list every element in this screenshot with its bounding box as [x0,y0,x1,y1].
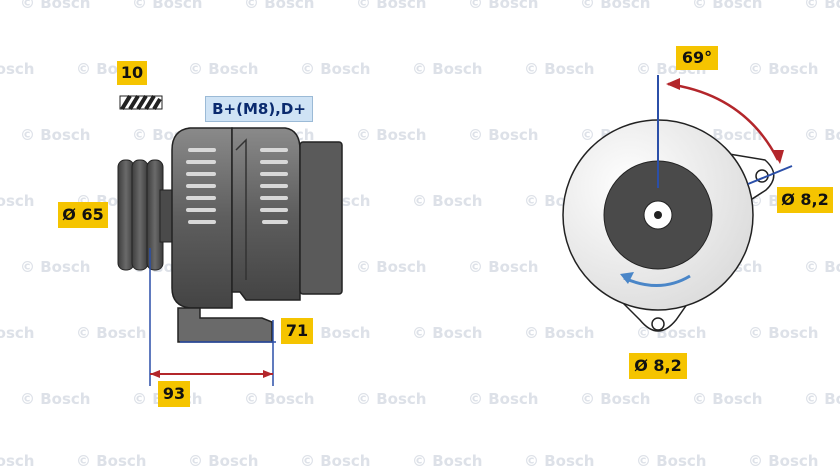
watermark-text: © Bosch [356,126,427,144]
watermark-text: © Bosch [468,390,539,408]
watermark-text: © Bosch [524,452,595,470]
watermark-text: © Bosch [804,390,840,408]
angle-reference-line [747,165,793,185]
dim-arrow-left-icon [150,370,160,378]
watermark-text: © Bosch [804,126,840,144]
watermark-text: © Bosch [244,390,315,408]
watermark-text: © Bosch [692,0,763,12]
watermark-text: © Bosch [412,452,483,470]
mounting-foot [177,307,273,343]
watermark-text: © Bosch [132,0,203,12]
watermark-text: © Bosch [748,60,819,78]
connector-label: B+(M8),D+ [205,96,313,122]
mount-hole-bottom [651,317,665,331]
shaft-center [654,211,662,219]
watermark-text: © Bosch [412,324,483,342]
rotation-arc [623,274,691,288]
watermark-text: © Bosch [20,126,91,144]
watermark-text: © Bosch [468,126,539,144]
watermark-text: © Bosch [76,452,147,470]
watermark-text: © Bosch [300,324,371,342]
watermark-text: © Bosch [692,390,763,408]
rear-cover [299,141,343,295]
watermark-text: © Bosch [0,452,35,470]
belt-symbol-icon [119,94,163,111]
watermark-text: © Bosch [580,390,651,408]
watermark-text: © Bosch [0,60,35,78]
dimension-93-label: 93 [158,381,190,407]
watermark-text: © Bosch [412,60,483,78]
watermark-text: © Bosch [244,0,315,12]
watermark-text: © Bosch [356,258,427,276]
dimension-71-label: 71 [281,318,313,344]
bottom-hole-diameter-label: Ø 8,2 [629,353,687,379]
angle-arc [667,82,780,161]
watermark-text: © Bosch [300,60,371,78]
rear-housing [231,127,301,301]
angle-arrow-start-icon [666,78,680,90]
side-view [117,94,343,386]
watermark-text: © Bosch [748,452,819,470]
watermark-text: © Bosch [188,60,259,78]
watermark-text: © Bosch [580,0,651,12]
watermark-text: © Bosch [356,0,427,12]
rotation-arrow-icon [620,272,634,284]
front-view [562,75,793,332]
watermark-text: © Bosch [356,390,427,408]
watermark-text: © Bosch [188,452,259,470]
watermark-text: © Bosch [748,324,819,342]
watermark-text: © Bosch [300,452,371,470]
pulley-diameter-label: Ø 65 [58,202,108,228]
angle-label: 69° [676,46,718,70]
watermark-text: © Bosch [412,192,483,210]
pulley [117,159,175,271]
belt-grooves-label: 10 [117,61,147,85]
dim-arrow-right-icon [263,370,273,378]
right-hole-diameter-label: Ø 8,2 [777,187,833,213]
watermark-text: © Bosch [468,0,539,12]
watermark-text: © Bosch [804,0,840,12]
watermark-text: © Bosch [20,258,91,276]
dimension-lines [149,248,276,386]
watermark-text: © Bosch [0,324,35,342]
watermark-text: © Bosch [20,0,91,12]
angle-arrow-end-icon [772,150,784,164]
watermark-text: © Bosch [804,258,840,276]
watermark-text: © Bosch [636,452,707,470]
watermark-text: © Bosch [524,60,595,78]
watermark-text: © Bosch [76,324,147,342]
watermark-text: © Bosch [20,390,91,408]
watermark-text: © Bosch [524,324,595,342]
front-housing [171,127,233,309]
watermark-text: © Bosch [468,258,539,276]
watermark-text: © Bosch [0,192,35,210]
